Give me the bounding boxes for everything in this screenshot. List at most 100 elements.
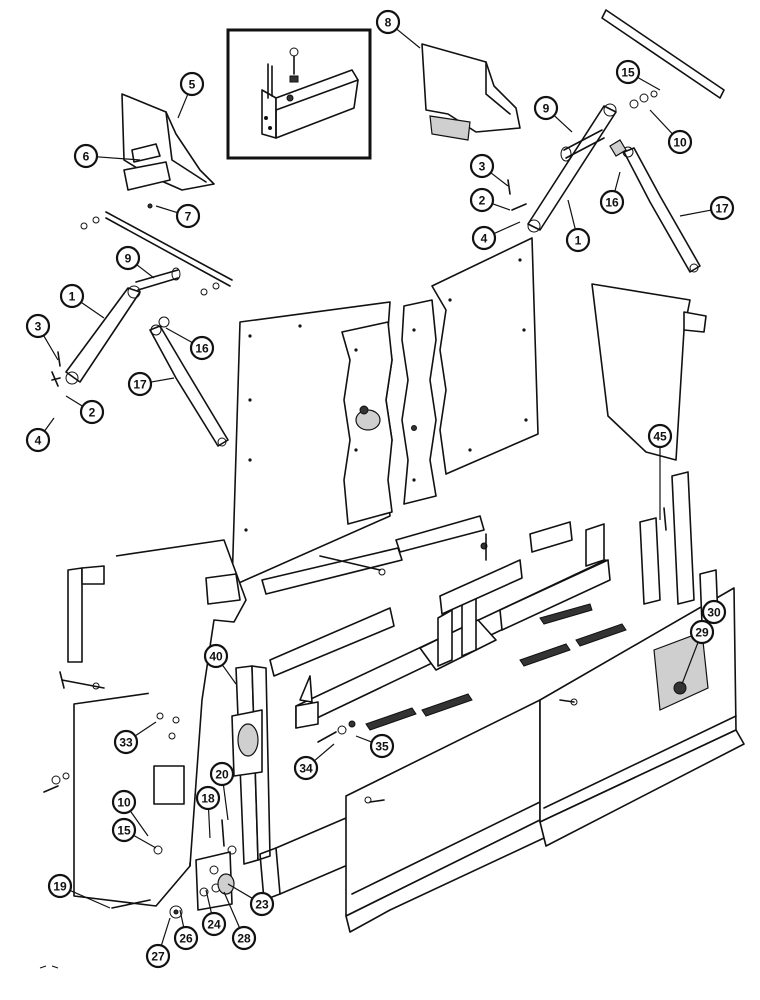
callout-circle: [709, 195, 735, 221]
leader-lines: [43, 28, 712, 946]
callout-circle: [375, 9, 401, 35]
leader-c15b: [133, 834, 157, 849]
callout-label: 23: [255, 898, 269, 912]
leader-c9b: [553, 115, 573, 133]
callout-label: 29: [695, 626, 709, 640]
callout-c17b: 17: [709, 195, 735, 221]
left-arm-part-1: [51, 267, 181, 387]
callout-label: 35: [375, 740, 389, 754]
leader-c26: [179, 909, 185, 928]
callout-label: 4: [481, 232, 488, 246]
leader-c8: [396, 28, 421, 49]
callout-label: 2: [89, 406, 96, 420]
callout-c18: 18: [195, 785, 221, 811]
callout-c29: 29: [689, 619, 715, 645]
callout-label: 1: [575, 234, 582, 248]
callout-c9b: 9: [533, 95, 559, 121]
callout-c33: 33: [113, 729, 139, 755]
callout-circle: [469, 153, 495, 179]
callout-label: 30: [707, 606, 721, 620]
leader-c3a: [43, 335, 59, 361]
callout-c2a: 2: [79, 399, 105, 425]
callout-circle: [113, 729, 139, 755]
channel-part-45: [639, 471, 719, 625]
callout-c24: 24: [201, 911, 227, 937]
callout-label: 7: [185, 210, 192, 224]
leader-c16a: [165, 327, 193, 344]
inset-detail: [226, 28, 372, 160]
leader-c24: [205, 889, 213, 914]
callout-c35: 35: [369, 733, 395, 759]
leader-c33: [134, 721, 157, 737]
lower-bracket: [111, 819, 237, 919]
callout-c3b: 3: [469, 153, 495, 179]
callout-circle: [209, 761, 235, 787]
right-arm-part-1: [507, 90, 658, 233]
callout-c34: 34: [293, 755, 319, 781]
callout-circle: [599, 189, 625, 215]
callout-circle: [689, 619, 715, 645]
left-rod-assembly: [80, 203, 233, 296]
callout-c45: 45: [647, 423, 673, 449]
left-bracket: [59, 565, 105, 690]
callout-c19: 19: [47, 873, 73, 899]
callout-c5: 5: [179, 71, 205, 97]
callout-label: 33: [119, 736, 133, 750]
channels: [261, 515, 573, 595]
callout-label: 16: [195, 342, 209, 356]
callout-circle: [615, 59, 641, 85]
leader-c10b: [129, 810, 149, 837]
callout-circle: [73, 143, 99, 169]
callout-label: 28: [237, 932, 251, 946]
leader-c34: [313, 743, 335, 762]
callout-label: 17: [133, 378, 147, 392]
front-panel: [345, 699, 545, 933]
callout-circle: [201, 911, 227, 937]
callout-c8: 8: [375, 9, 401, 35]
callout-circle: [189, 335, 215, 361]
leader-c10a: [649, 109, 673, 135]
callout-c7: 7: [175, 203, 201, 229]
callout-circle: [647, 423, 673, 449]
callout-circle: [59, 283, 85, 309]
callout-label: 4: [35, 434, 42, 448]
callout-label: 9: [543, 102, 550, 116]
callout-circle: [173, 925, 199, 951]
callout-circle: [293, 755, 319, 781]
callout-c28: 28: [231, 925, 257, 951]
callout-label: 9: [125, 252, 132, 266]
callout-circle: [565, 227, 591, 253]
callout-c17a: 17: [127, 371, 153, 397]
callout-label: 5: [189, 78, 196, 92]
left-side-shield: [43, 539, 247, 907]
callout-circle: [369, 733, 395, 759]
scan-mark: [39, 965, 59, 969]
leader-c16b: [614, 171, 621, 192]
callout-label: 10: [117, 796, 131, 810]
left-link-part-17: [149, 316, 229, 447]
leader-c35: [355, 735, 372, 743]
callout-label: 26: [179, 932, 193, 946]
callout-c10a: 10: [667, 129, 693, 155]
callout-label: 19: [53, 880, 67, 894]
leader-c2b: [492, 203, 511, 211]
post-part-40: [231, 665, 271, 865]
callout-c3a: 3: [25, 313, 51, 339]
leader-c6: [96, 156, 141, 161]
callout-circle: [701, 599, 727, 625]
leader-c3b: [490, 172, 509, 187]
callout-c10b: 10: [111, 789, 137, 815]
leader-c27: [160, 917, 171, 946]
callout-c40: 40: [203, 643, 229, 669]
callout-circle: [533, 95, 559, 121]
callout-circle: [175, 203, 201, 229]
callout-circle: [25, 313, 51, 339]
right-lower-panel: [539, 587, 745, 847]
callout-label: 15: [117, 824, 131, 838]
callout-label: 6: [83, 150, 90, 164]
callout-label: 8: [385, 16, 392, 30]
callout-circle: [115, 245, 141, 271]
back-panels: [231, 237, 539, 587]
